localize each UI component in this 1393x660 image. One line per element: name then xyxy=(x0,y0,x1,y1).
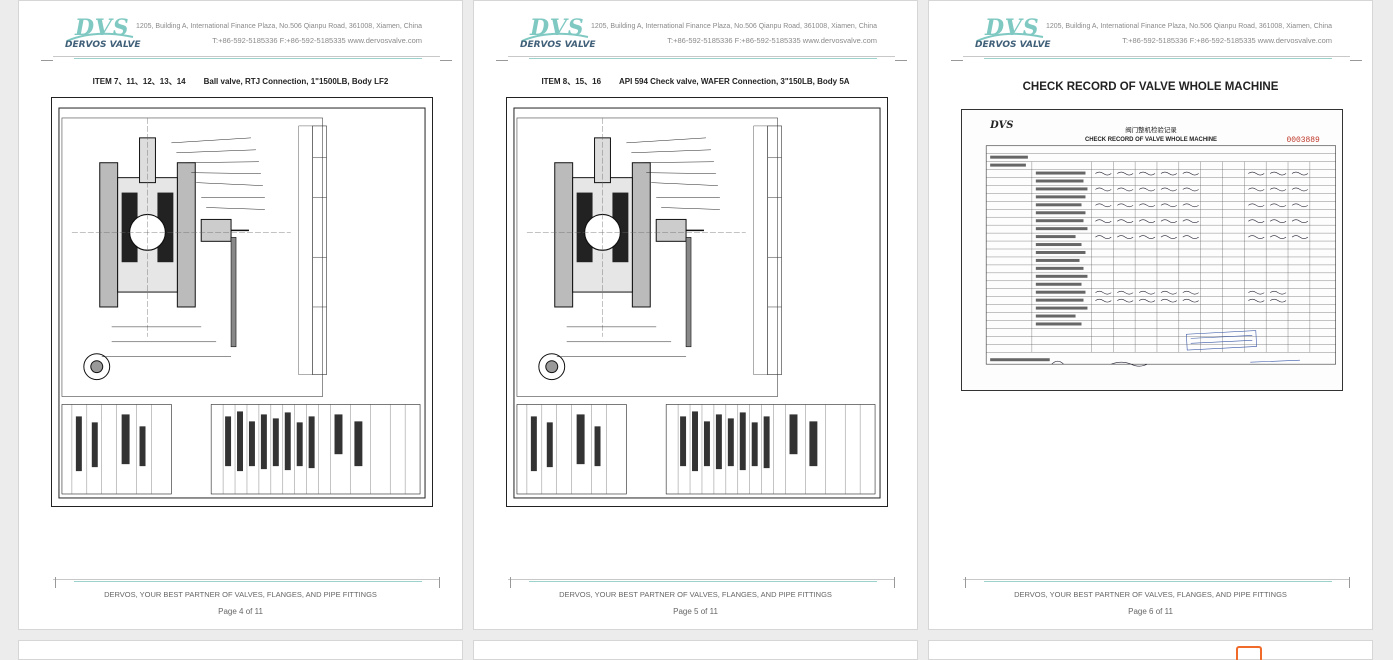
document-page-5: DVS DERVOS VALVE 1205, Building A, Inter… xyxy=(473,0,918,630)
logo-text: DERVOS VALVE xyxy=(65,40,141,50)
item-heading: ITEM 7、11、12、13、14 Ball valve, RTJ Connec… xyxy=(19,76,462,87)
company-contact: T:+86-592-5185336 F:+86-592-5185335 www.… xyxy=(1122,36,1332,45)
footer-accent-line xyxy=(74,581,422,582)
dervos-logo: DVS DERVOS VALVE xyxy=(975,15,1055,53)
page-number: Page 5 of 11 xyxy=(673,607,718,616)
footer-tick-left xyxy=(55,577,56,588)
footer-divider xyxy=(508,579,895,580)
dervos-logo: DVS DERVOS VALVE xyxy=(65,15,145,53)
company-contact: T:+86-592-5185336 F:+86-592-5185335 www.… xyxy=(667,36,877,45)
footer-slogan: DERVOS, YOUR BEST PARTNER OF VALVES, FLA… xyxy=(104,590,377,599)
logo-text: DERVOS VALVE xyxy=(975,40,1051,50)
footer-tick-right xyxy=(439,577,440,588)
logo-text: DERVOS VALVE xyxy=(520,40,596,50)
inspection-record-image: DVS 阀门整机检验记录 CHECK RECORD OF VALVE WHOLE… xyxy=(985,120,1336,367)
footer-tick-left xyxy=(510,577,511,588)
document-page-7-partial xyxy=(18,640,463,660)
header-divider xyxy=(951,56,1362,61)
logo-swoosh-icon xyxy=(66,32,134,42)
company-address: 1205, Building A, International Finance … xyxy=(1045,23,1332,30)
company-address: 1205, Building A, International Finance … xyxy=(135,23,422,30)
footer-divider xyxy=(53,579,440,580)
ball-valve-drawing xyxy=(51,97,433,507)
company-address: 1205, Building A, International Finance … xyxy=(590,23,877,30)
footer-tick-right xyxy=(1349,577,1350,588)
header-accent-line xyxy=(74,58,422,59)
item-description: API 594 Check valve, WAFER Connection, 3… xyxy=(619,77,850,86)
header-accent-line xyxy=(984,58,1332,59)
header-accent-line xyxy=(529,58,877,59)
footer-divider xyxy=(963,579,1350,580)
item-heading: ITEM 8、15、16 API 594 Check valve, WAFER C… xyxy=(474,76,917,87)
check-record-scan: DVS 阀门整机检验记录 CHECK RECORD OF VALVE WHOLE… xyxy=(961,109,1343,391)
header-divider xyxy=(41,56,452,61)
footer-accent-line xyxy=(984,581,1332,582)
check-valve-drawing xyxy=(506,97,888,507)
document-page-9-partial xyxy=(928,640,1373,660)
document-page-4: DVS DERVOS VALVE 1205, Building A, Inter… xyxy=(18,0,463,630)
technical-drawing-image xyxy=(58,107,426,499)
technical-drawing-image xyxy=(513,107,881,499)
logo-swoosh-icon xyxy=(521,32,589,42)
document-page-8-partial xyxy=(473,640,918,660)
record-logo: DVS xyxy=(989,120,1013,131)
page-number: Page 4 of 11 xyxy=(218,607,263,616)
footer-tick-right xyxy=(894,577,895,588)
footer-slogan: DERVOS, YOUR BEST PARTNER OF VALVES, FLA… xyxy=(559,590,832,599)
item-label: ITEM 7、11、12、13、14 xyxy=(92,77,186,86)
item-label: ITEM 8、15、16 xyxy=(541,77,602,86)
logo-swoosh-icon xyxy=(976,32,1044,42)
record-title: CHECK RECORD OF VALVE WHOLE MACHINE xyxy=(1085,137,1217,143)
stamp-mark-icon xyxy=(1236,646,1262,660)
document-page-6: DVS DERVOS VALVE 1205, Building A, Inter… xyxy=(928,0,1373,630)
page-number: Page 6 of 11 xyxy=(1128,607,1173,616)
record-form-number: 0003889 xyxy=(1286,136,1320,145)
footer-tick-left xyxy=(965,577,966,588)
footer-accent-line xyxy=(529,581,877,582)
record-title-cn: 阀门整机检验记录 xyxy=(1125,125,1177,134)
page-title: CHECK RECORD OF VALVE WHOLE MACHINE xyxy=(1022,81,1279,93)
footer-slogan: DERVOS, YOUR BEST PARTNER OF VALVES, FLA… xyxy=(1014,590,1287,599)
company-contact: T:+86-592-5185336 F:+86-592-5185335 www.… xyxy=(212,36,422,45)
header-divider xyxy=(496,56,907,61)
dervos-logo: DVS DERVOS VALVE xyxy=(520,15,600,53)
item-description: Ball valve, RTJ Connection, 1"1500LB, Bo… xyxy=(203,77,389,86)
